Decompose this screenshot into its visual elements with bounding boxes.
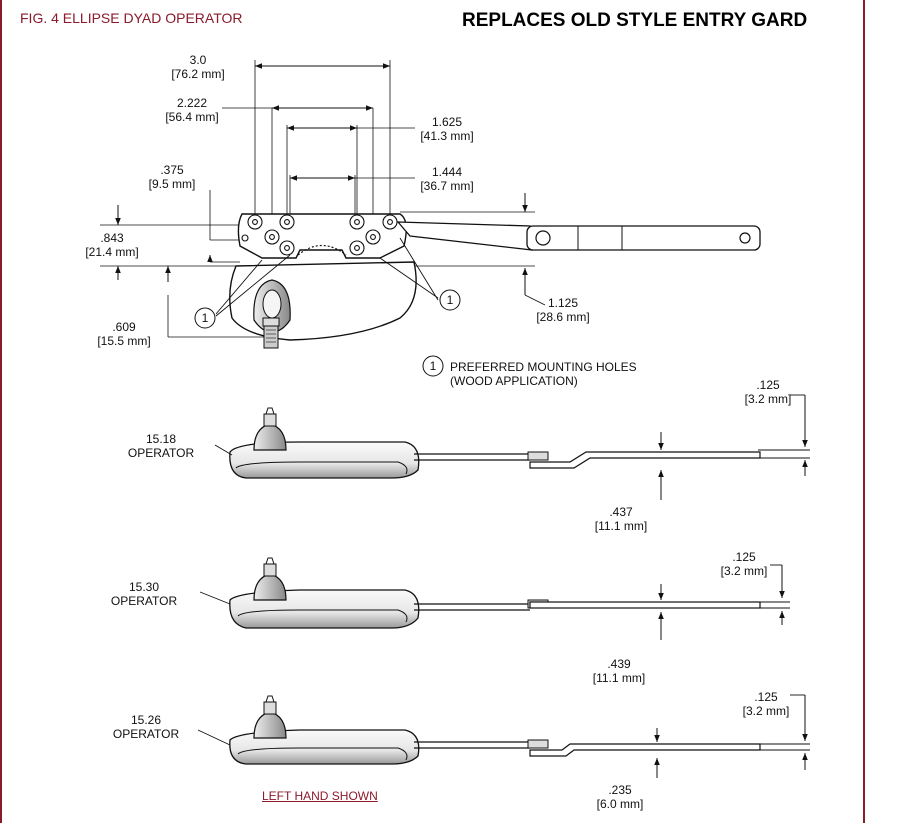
operator-1526-label: 15.26 OPERATOR	[106, 713, 186, 741]
page-title: REPLACES OLD STYLE ENTRY GARD	[462, 10, 808, 31]
dim-609-inches: .609	[112, 320, 136, 334]
callout-leader-right-a	[379, 257, 439, 299]
right-border-rule	[863, 0, 865, 823]
op3-bottom-mm: [6.0 mm]	[596, 797, 644, 811]
operator-arm-link	[396, 221, 533, 251]
callout-marker-right	[439, 289, 461, 311]
dim-3-mm: [76.2 mm]	[171, 67, 225, 81]
op1-top-dim: .125 [3.2 mm]	[740, 378, 796, 406]
op3-top-dim: .125 [3.2 mm]	[738, 690, 794, 718]
op3-top-inches: .125	[754, 690, 778, 704]
dim-375-label: .375 [9.5 mm]	[144, 163, 200, 191]
left-hand-shown-note: LEFT HAND SHOWN	[262, 789, 378, 803]
dim-2222-inches: 2.222	[176, 96, 208, 110]
dim-1444-label: 1.444 [36.7 mm]	[416, 165, 478, 193]
left-border-rule	[0, 0, 2, 823]
op3-bottom-inches: .235	[608, 783, 632, 797]
figure-label: FIG. 4 ELLIPSE DYAD OPERATOR	[20, 10, 243, 26]
mounting-plate	[237, 213, 407, 259]
op2-top-mm: [3.2 mm]	[720, 564, 768, 578]
legend-marker	[422, 355, 444, 377]
callout-number-left: 1	[201, 311, 209, 325]
legend-marker-number: 1	[429, 359, 437, 373]
operator-arm	[526, 225, 761, 251]
side-view-1526	[197, 694, 810, 778]
dim-375-inches: .375	[160, 163, 184, 177]
dim-1625-label: 1.625 [41.3 mm]	[416, 115, 478, 143]
op2-top-inches: .125	[732, 550, 756, 564]
operator-1526-model: 15.26	[130, 713, 162, 727]
dim-843-mm: [21.4 mm]	[85, 245, 139, 259]
op1-top-inches: .125	[756, 378, 780, 392]
op1-bottom-mm: [11.1 mm]	[594, 519, 648, 533]
mounting-holes	[241, 214, 398, 256]
gear-teeth	[297, 244, 347, 256]
op3-bottom-dim: .235 [6.0 mm]	[592, 783, 648, 811]
arm-end-hole	[739, 232, 751, 244]
dim-3-inches: 3.0	[189, 53, 207, 67]
dim-1125-inches: 1.125	[547, 296, 579, 310]
op2-bottom-mm: [11.1 mm]	[592, 671, 646, 685]
callout-leader-left-b	[215, 254, 291, 317]
side-view-1530	[199, 557, 790, 640]
operator-1526-word: OPERATOR	[112, 727, 180, 741]
operator-1518-word: OPERATOR	[127, 446, 195, 460]
arm-pivot-hole	[535, 230, 551, 246]
op3-top-mm: [3.2 mm]	[742, 704, 790, 718]
dim-1625-mm: [41.3 mm]	[420, 129, 474, 143]
dim-1125-label: 1.125 [28.6 mm]	[532, 296, 594, 324]
callout-marker-left	[194, 307, 216, 329]
operator-1530-model: 15.30	[128, 580, 160, 594]
dim-609-mm: [15.5 mm]	[97, 334, 151, 348]
legend-line-1: PREFERRED MOUNTING HOLES	[450, 360, 637, 374]
operator-1530-word: OPERATOR	[110, 594, 178, 608]
op2-top-dim: .125 [3.2 mm]	[716, 550, 772, 578]
op1-bottom-dim: .437 [11.1 mm]	[590, 505, 652, 533]
spline-shaft	[263, 325, 279, 349]
op1-top-mm: [3.2 mm]	[744, 392, 792, 406]
dim-2222-mm: [56.4 mm]	[165, 110, 219, 124]
operator-1518-model: 15.18	[145, 432, 177, 446]
dim-609-label: .609 [15.5 mm]	[92, 320, 156, 348]
operator-1530-label: 15.30 OPERATOR	[104, 580, 184, 608]
dim-375-mm: [9.5 mm]	[148, 177, 196, 191]
op2-bottom-inches: .439	[607, 657, 631, 671]
callout-leader-right-b	[399, 237, 439, 301]
callout-number-right: 1	[446, 293, 454, 307]
top-view-operator	[100, 60, 761, 349]
dim-2222-label: 2.222 [56.4 mm]	[160, 96, 224, 124]
op2-bottom-dim: .439 [11.1 mm]	[588, 657, 650, 685]
dim-1625-inches: 1.625	[431, 115, 463, 129]
dim-1444-inches: 1.444	[431, 165, 463, 179]
side-view-1518	[214, 394, 810, 500]
legend-text: PREFERRED MOUNTING HOLES (WOOD APPLICATI…	[450, 360, 637, 388]
dim-843-inches: .843	[100, 231, 124, 245]
dim-3-label: 3.0 [76.2 mm]	[168, 53, 228, 81]
operator-1518-label: 15.18 OPERATOR	[126, 432, 196, 460]
dim-843-label: .843 [21.4 mm]	[80, 231, 144, 259]
legend-line-2: (WOOD APPLICATION)	[450, 374, 578, 388]
op1-bottom-inches: .437	[609, 505, 633, 519]
dim-1125-mm: [28.6 mm]	[536, 310, 590, 324]
callout-leader-left-a	[215, 259, 263, 315]
dim-1444-mm: [36.7 mm]	[420, 179, 474, 193]
